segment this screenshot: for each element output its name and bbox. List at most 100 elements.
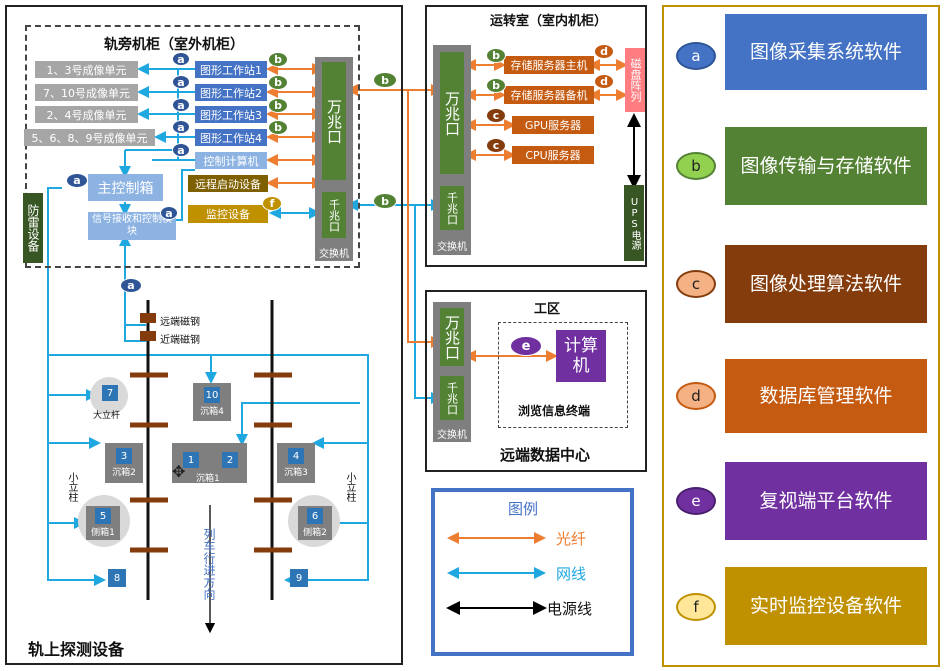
storage-server-main: 存储服务器主机 bbox=[504, 56, 594, 74]
main-control-box: 主控制箱 bbox=[88, 174, 163, 201]
badge-a-ws2: a bbox=[172, 75, 190, 89]
caisson-1-label: 沉箱1 bbox=[196, 474, 220, 484]
remote-switch-label: 交换机 bbox=[437, 430, 467, 441]
wayside-switch-label: 交换机 bbox=[319, 249, 349, 260]
oval-d: d bbox=[676, 382, 716, 410]
storage-server-backup: 存储服务器备机 bbox=[504, 86, 594, 104]
remote-center-frame bbox=[425, 290, 647, 472]
badge-a-signal: a bbox=[160, 206, 178, 220]
gpu-server: GPU服务器 bbox=[512, 116, 594, 134]
oval-e: e bbox=[676, 487, 716, 515]
software-f: 实时监控设备软件 bbox=[725, 567, 927, 645]
small-pole-left: 小立柱 bbox=[66, 472, 77, 502]
lightning-protection: 防雷设备 bbox=[23, 193, 43, 263]
software-e: 复视端平台软件 bbox=[725, 462, 927, 540]
wayside-cabinet-frame bbox=[25, 25, 360, 268]
badge-a-ctrl: a bbox=[172, 143, 190, 157]
box-7: 7 bbox=[100, 383, 120, 403]
badge-b-storage2: b bbox=[486, 78, 506, 93]
far-magnet-label: 远端磁钢 bbox=[160, 317, 200, 328]
badge-a-track: a bbox=[120, 278, 142, 293]
legend-network: 网线 bbox=[556, 565, 587, 583]
remote-start-device: 远程启动设备 bbox=[188, 175, 268, 192]
disk-array: 磁盘阵列 bbox=[625, 48, 645, 112]
ups-power: UPS电源 bbox=[624, 185, 644, 261]
badge-b-storage1: b bbox=[486, 48, 506, 63]
wayside-cabinet-title: 轨旁机柜（室外机柜） bbox=[104, 37, 244, 53]
work-zone-title: 工区 bbox=[534, 302, 561, 317]
wayside-10g-port: 万兆口 bbox=[322, 62, 346, 180]
legend-power: 电源线 bbox=[547, 600, 593, 618]
badge-e: e bbox=[510, 336, 542, 356]
badge-b-ws3: b bbox=[268, 98, 288, 113]
monitor-device: 监控设备 bbox=[188, 205, 268, 223]
software-d: 数据库管理软件 bbox=[725, 359, 927, 433]
terminal-computer: 计算机 bbox=[556, 330, 606, 382]
oval-a: a bbox=[676, 42, 716, 70]
fiber-wires bbox=[266, 59, 628, 362]
control-computer: 控制计算机 bbox=[195, 152, 267, 169]
legend-box bbox=[431, 488, 634, 656]
oval-f: f bbox=[676, 593, 716, 621]
badge-b-network: b bbox=[373, 193, 397, 209]
badge-c-gpu: c bbox=[486, 108, 506, 123]
cursor-icon: ✥ bbox=[172, 462, 186, 481]
oval-b: b bbox=[676, 152, 716, 180]
remote-10g-port: 万兆口 bbox=[440, 308, 464, 366]
badge-d-1: d bbox=[594, 44, 614, 59]
control-room-frame bbox=[425, 5, 647, 267]
badge-d-2: d bbox=[594, 74, 614, 89]
box-1-num: 1 bbox=[183, 452, 199, 468]
near-magnet-label: 近端磁钢 bbox=[160, 335, 200, 346]
workstation-4: 图形工作站4 bbox=[195, 129, 267, 146]
box-8: 8 bbox=[108, 569, 126, 587]
room-switch-label: 交换机 bbox=[437, 242, 467, 253]
software-panel bbox=[662, 5, 940, 667]
badge-b-ws1: b bbox=[268, 52, 288, 67]
terminal-frame bbox=[498, 322, 628, 428]
imaging-unit-4: 5、6、8、9号成像单元 bbox=[24, 129, 155, 146]
imaging-unit-wires bbox=[47, 63, 443, 586]
imaging-unit-2: 7、10号成像单元 bbox=[35, 84, 138, 101]
remote-1g-port: 千兆口 bbox=[440, 376, 464, 420]
badge-a-ws3: a bbox=[172, 98, 190, 112]
legend-fiber: 光纤 bbox=[556, 530, 587, 548]
workstation-1: 图形工作站1 bbox=[195, 61, 267, 78]
big-pole-label: 大立杆 bbox=[93, 411, 121, 421]
imaging-unit-3: 2、4号成像单元 bbox=[35, 106, 138, 123]
wayside-1g-port: 千兆口 bbox=[322, 192, 346, 238]
badge-b-ws4: b bbox=[268, 120, 288, 135]
track-equipment-frame bbox=[5, 5, 403, 665]
remote-center-title: 远端数据中心 bbox=[500, 446, 591, 464]
badge-b-ws2: b bbox=[268, 75, 288, 90]
badge-f: f bbox=[262, 196, 282, 211]
badge-b-fiber: b bbox=[373, 72, 397, 88]
software-c: 图像处理算法软件 bbox=[725, 245, 927, 323]
box-9: 9 bbox=[290, 569, 308, 587]
badge-a-ws1: a bbox=[172, 52, 190, 66]
room-10g-port: 万兆口 bbox=[440, 52, 464, 174]
cpu-server: CPU服务器 bbox=[512, 146, 594, 164]
workstation-2: 图形工作站2 bbox=[195, 84, 267, 101]
workstation-3: 图形工作站3 bbox=[195, 106, 267, 123]
control-room-title: 运转室（室内机柜） bbox=[490, 14, 608, 29]
rails bbox=[130, 300, 292, 600]
terminal-label: 浏览信息终端 bbox=[518, 404, 591, 418]
software-a: 图像采集系统软件 bbox=[725, 14, 927, 90]
oval-c: c bbox=[676, 270, 716, 298]
legend-title: 图例 bbox=[508, 500, 539, 518]
track-equipment-title: 轨上探测设备 bbox=[28, 640, 125, 659]
badge-c-cpu: c bbox=[486, 138, 506, 153]
direction-label: 列车行进方向 bbox=[202, 528, 216, 600]
room-1g-port: 千兆口 bbox=[440, 186, 464, 230]
badge-a-ws4: a bbox=[172, 120, 190, 134]
imaging-unit-1: 1、3号成像单元 bbox=[35, 61, 138, 78]
badge-a-main: a bbox=[66, 173, 88, 188]
